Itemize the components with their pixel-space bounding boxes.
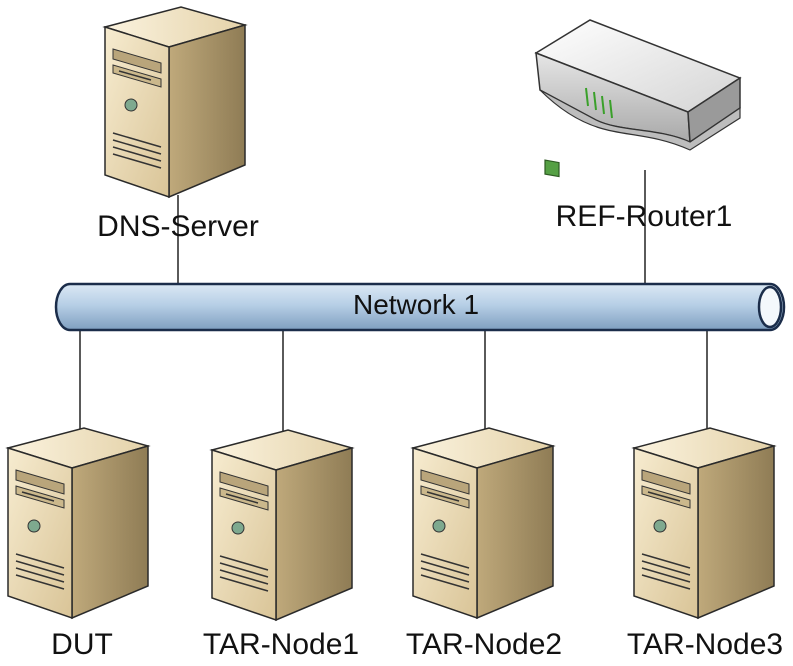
tar-node3-icon	[633, 427, 775, 619]
router-icon	[534, 19, 742, 178]
tar-node1-icon	[211, 429, 353, 621]
ref-router1-label: REF-Router1	[555, 200, 733, 233]
dns-server-icon	[104, 6, 246, 198]
dns-server-label: DNS-Server	[97, 210, 259, 243]
tar-node2-icon	[412, 427, 554, 619]
network-label: Network 1	[352, 289, 480, 320]
dut-icon	[7, 427, 149, 619]
dut-label: DUT	[51, 628, 113, 661]
network-bus	[54, 282, 786, 332]
connection-lines	[79, 170, 708, 440]
tar-node3-label: TAR-Node3	[626, 628, 784, 661]
tar-node2-label: TAR-Node2	[405, 628, 563, 661]
tar-node1-label: TAR-Node1	[202, 628, 360, 661]
